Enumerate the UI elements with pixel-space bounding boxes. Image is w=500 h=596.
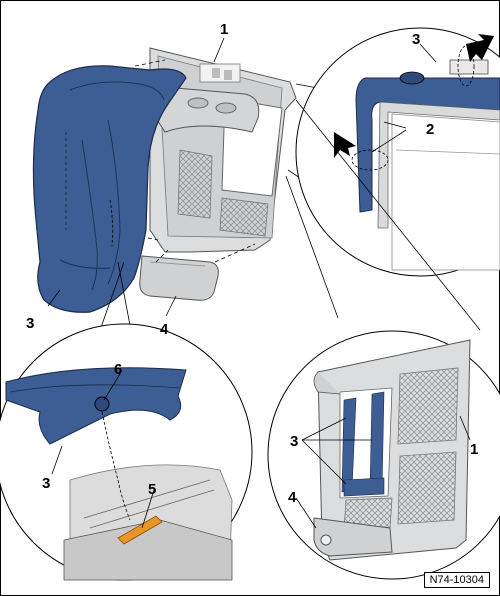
figure-reference: N74-10304: [423, 572, 490, 588]
detail-bottom-left: [0, 261, 253, 581]
callout-4-right-detail: 4: [288, 489, 297, 506]
callout-5: 5: [148, 481, 156, 498]
arrow-icon: [334, 132, 356, 158]
callout-1-main: 1: [220, 21, 228, 38]
callout-1-right-detail: 1: [470, 441, 478, 458]
seat-cover: [32, 65, 187, 313]
callout-6: 6: [114, 361, 122, 378]
callout-2: 2: [426, 121, 434, 138]
assembly-lines: [134, 59, 256, 263]
callouts: 1 3 2 3 4 6 3 5 3 1 4: [26, 21, 478, 506]
detail-bottom-right: [267, 99, 500, 580]
callout-3-left-detail: 3: [42, 475, 50, 492]
leader-lines: [47, 37, 471, 529]
callout-3-right-detail: 3: [290, 433, 298, 450]
arrow-icon: [466, 34, 494, 62]
detail-top-right: [287, 27, 500, 277]
callout-3-top-detail: 3: [412, 31, 420, 48]
callout-4-main: 4: [160, 321, 169, 338]
lower-bolster-part: [139, 255, 219, 301]
callout-3-main: 3: [26, 315, 34, 332]
